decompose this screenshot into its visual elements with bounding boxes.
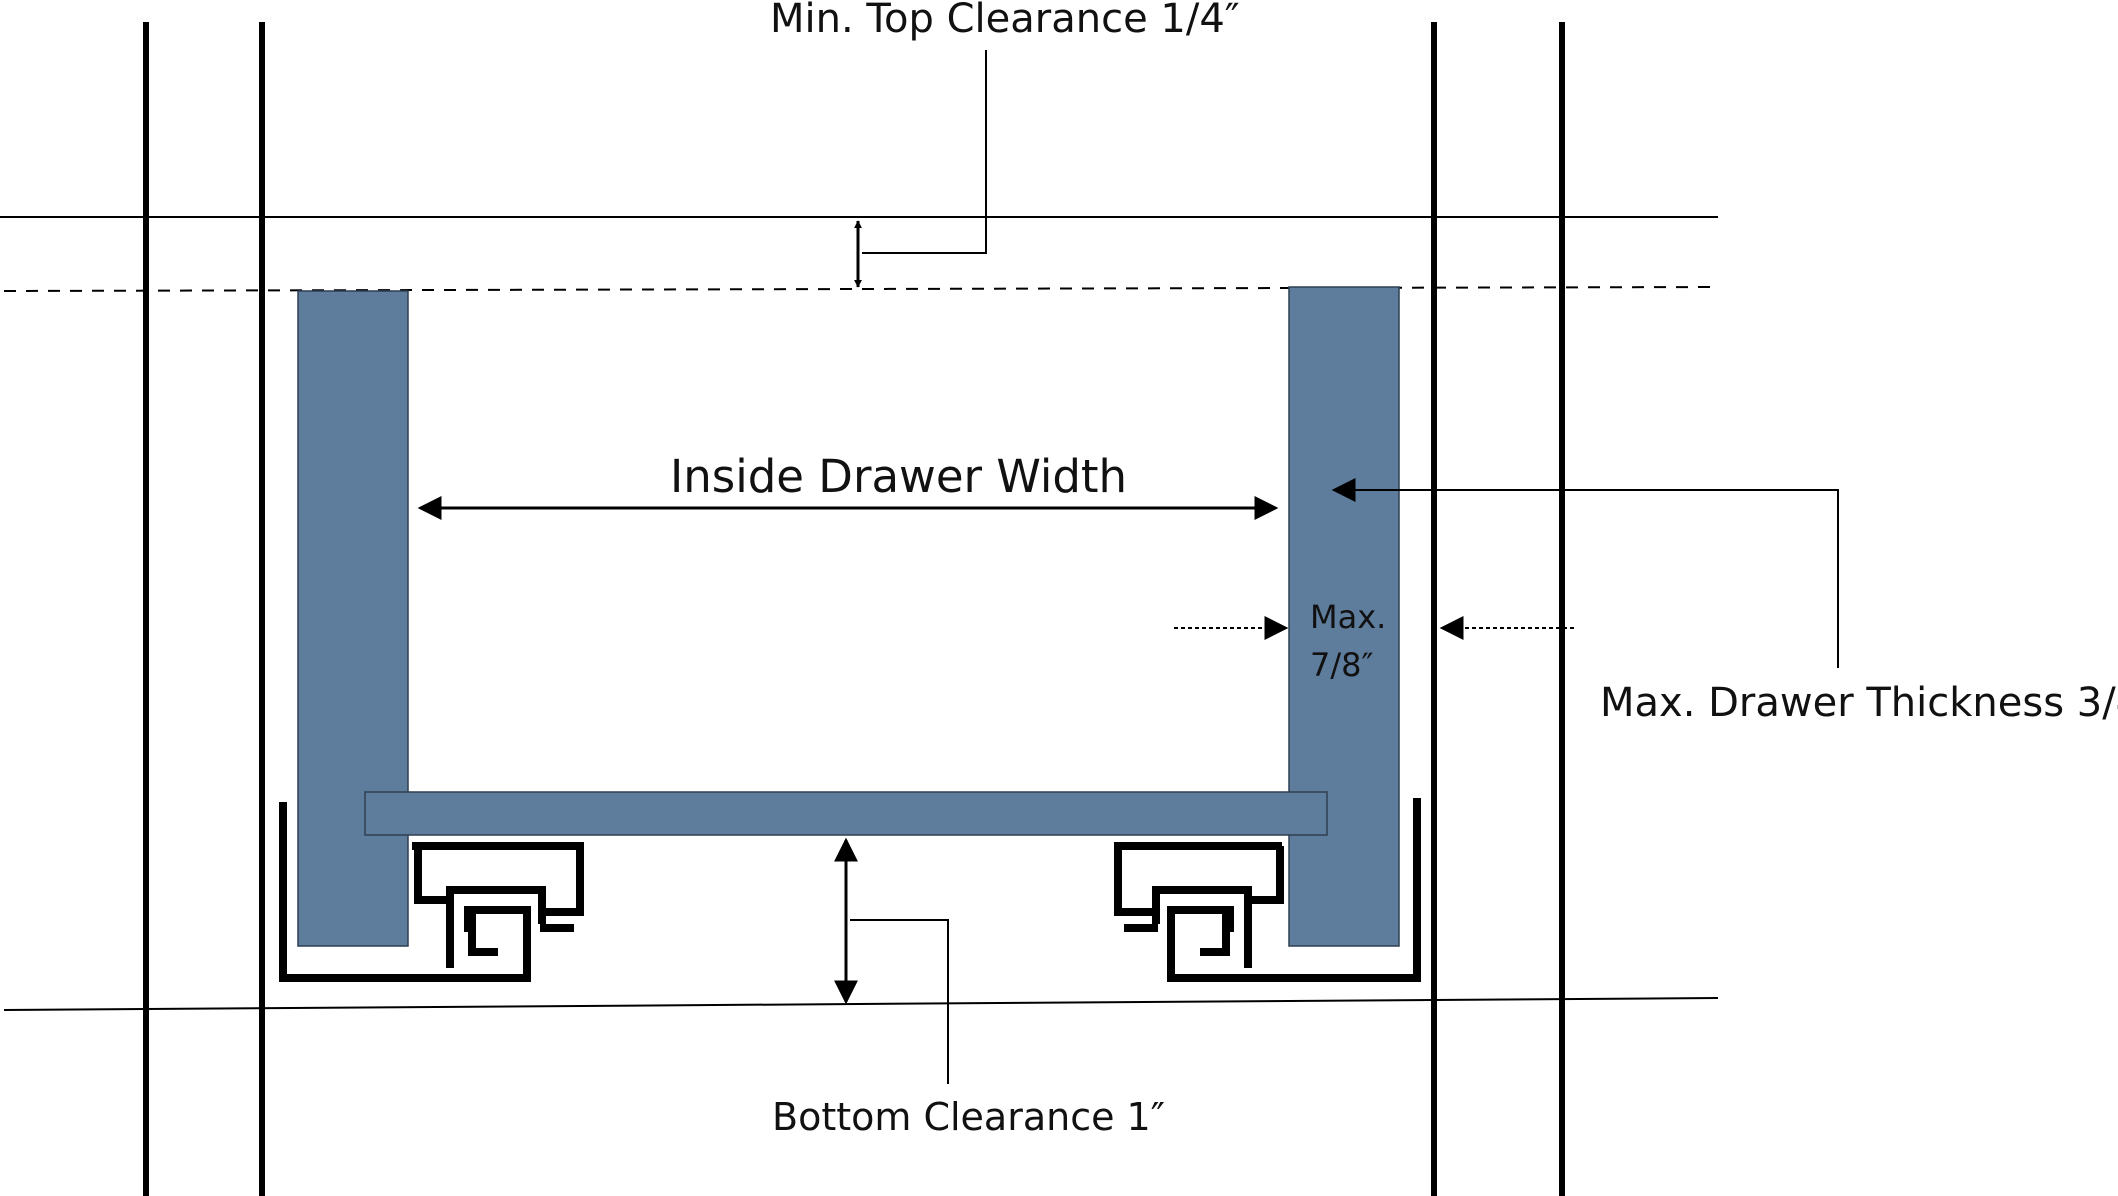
- inside-width-callout: Inside Drawer Width: [417, 450, 1279, 520]
- max-gap-callout: Max. 7/8″: [1174, 598, 1574, 684]
- drawer-thickness-label: Max. Drawer Thickness 3/4″: [1600, 680, 2118, 726]
- bottom-reference-line: [3, 997, 1719, 1011]
- drawer-right-side: [1288, 286, 1400, 947]
- top-clearance-leader: [862, 50, 987, 254]
- top-clearance-label: Min. Top Clearance 1/4″: [770, 0, 1240, 42]
- max-gap-label-line1: Max.: [1310, 598, 1386, 636]
- bottom-clearance-callout: Bottom Clearance 1″: [772, 837, 1165, 1139]
- max-gap-label-line2: 7/8″: [1310, 646, 1374, 684]
- drawer-bottom-panel: [364, 791, 1328, 836]
- left-drawer-slide: [279, 802, 584, 982]
- drawer-left-side: [297, 290, 409, 947]
- inside-width-label: Inside Drawer Width: [670, 450, 1127, 503]
- bottom-clearance-label: Bottom Clearance 1″: [772, 1095, 1165, 1139]
- drawer-box: [297, 286, 1400, 947]
- right-drawer-slide: [1114, 798, 1421, 982]
- drawer-thickness-leader: [1331, 478, 1839, 668]
- bottom-clearance-leader: [850, 919, 949, 1084]
- top-clearance-callout: Min. Top Clearance 1/4″: [770, 0, 1240, 288]
- drawer-thickness-callout: Max. Drawer Thickness 3/4″: [1331, 478, 2118, 726]
